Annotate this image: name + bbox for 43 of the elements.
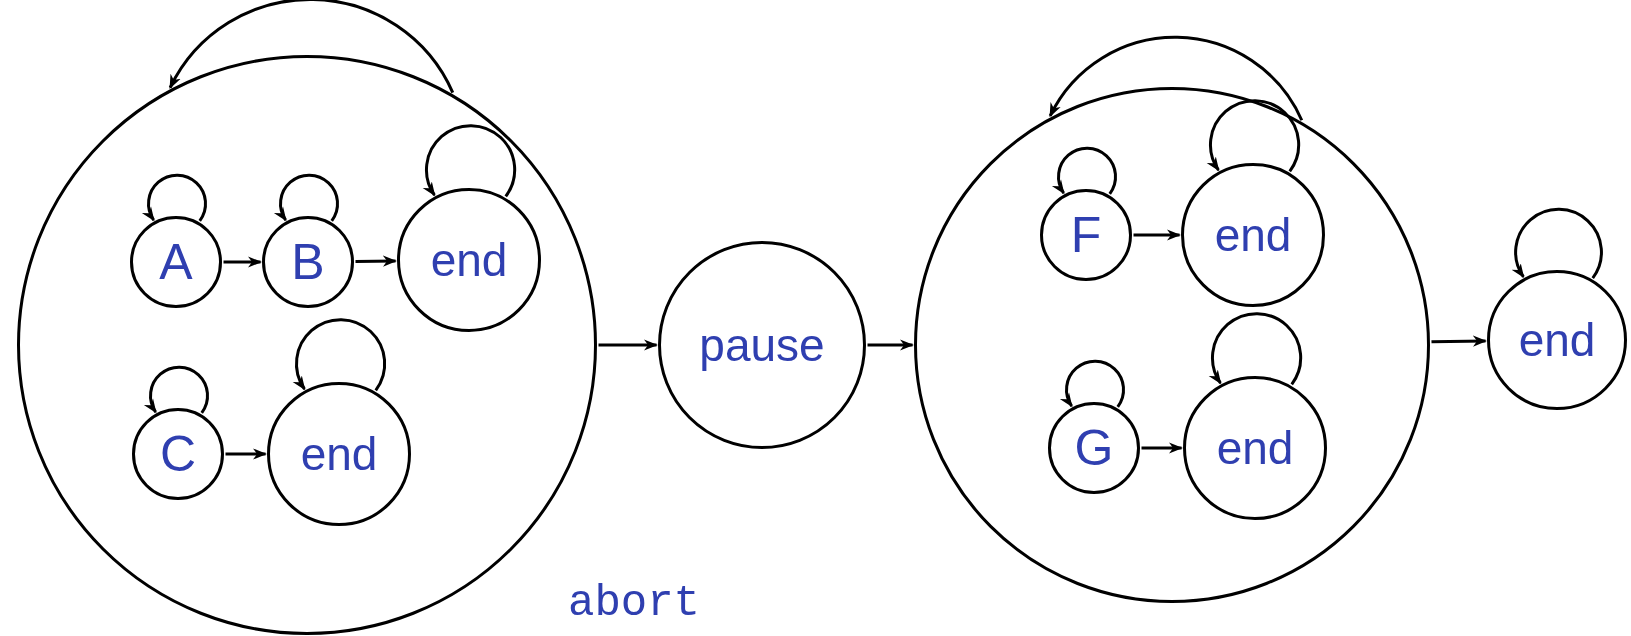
arrow [144,365,209,414]
state-circle [1048,402,1140,494]
arrow [223,256,262,268]
state-label: F [1070,210,1102,260]
arrow [1141,442,1183,454]
arrow [225,448,267,460]
arrow [142,173,207,222]
transition-label: abort [568,578,701,628]
arrow [1133,229,1181,241]
arrow [293,318,387,392]
state-circle [132,408,224,500]
state-label: end [1214,212,1292,258]
state-label: end [300,431,378,477]
state-circle [914,87,1430,603]
arrow [423,124,517,198]
arrow [1209,312,1303,386]
state-circle [262,216,354,308]
state-label: A [159,237,193,287]
arrow [1207,99,1301,173]
state-circle [1487,270,1627,410]
arrow [355,255,397,267]
state-label: end [1518,317,1596,363]
arrow [274,173,339,222]
state-label: B [291,237,325,287]
state-label: end [1216,425,1294,471]
state-circle [1181,163,1325,307]
arrow [1512,207,1603,279]
state-label: G [1074,423,1114,473]
arrow [867,339,914,351]
state-circle [267,382,411,526]
arrow [1060,359,1125,408]
arrow [1048,35,1304,121]
state-circle [130,216,222,308]
state-label: C [159,429,197,479]
state-label: end [430,237,508,283]
state-circle [658,241,866,449]
state-circle [1183,376,1327,520]
arrow [598,339,658,351]
state-circle [1040,189,1132,281]
arrow [168,0,455,94]
arrow [1052,146,1117,195]
state-circle [397,188,541,332]
arrow [1431,335,1487,347]
